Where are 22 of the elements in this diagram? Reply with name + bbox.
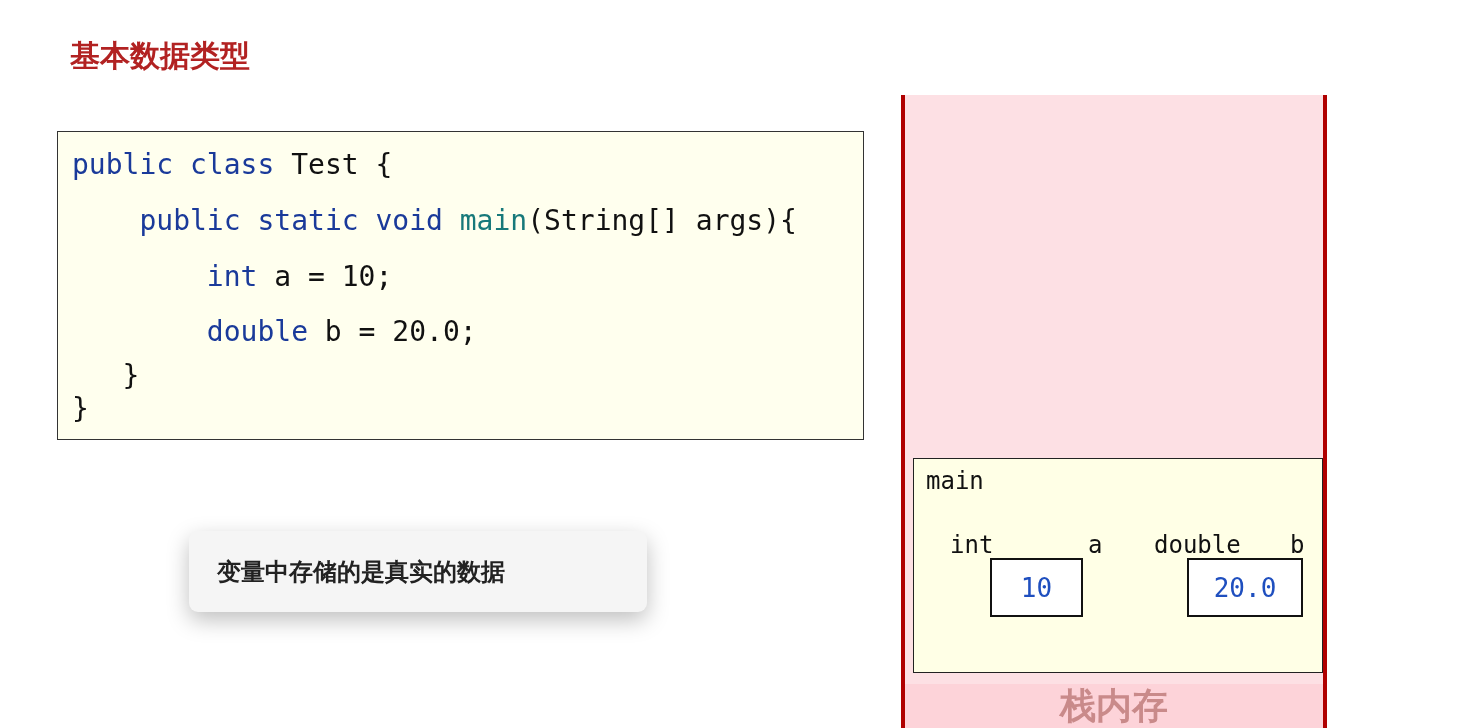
stack-memory-column [901, 95, 1327, 728]
code-line: public static void main(String[] args){ [138, 204, 797, 237]
value-box [1187, 558, 1303, 617]
callout-text: 变量中存储的是真实的数据 [217, 556, 505, 587]
variable-value: 20.0 [1213, 572, 1277, 603]
code-line: } [121, 359, 140, 392]
code-line: } [72, 392, 89, 425]
value-box [990, 558, 1083, 617]
variable-name: b [1290, 531, 1305, 559]
variable-value: 10 [1020, 572, 1053, 603]
code-line: int a = 10; [205, 260, 393, 293]
stack-frame [913, 458, 1323, 673]
type-label: int [950, 531, 994, 559]
memory-area-label: 栈内存 [905, 684, 1323, 728]
type-label: double [1154, 531, 1241, 559]
variable-name: a [1088, 531, 1103, 559]
code-panel [57, 131, 864, 440]
code-line: double b = 20.0; [205, 315, 477, 348]
slide-title: 基本数据类型 [70, 38, 250, 74]
callout-card [189, 531, 647, 612]
frame-name: main [926, 467, 984, 495]
code-line: public class Test { [72, 148, 393, 181]
